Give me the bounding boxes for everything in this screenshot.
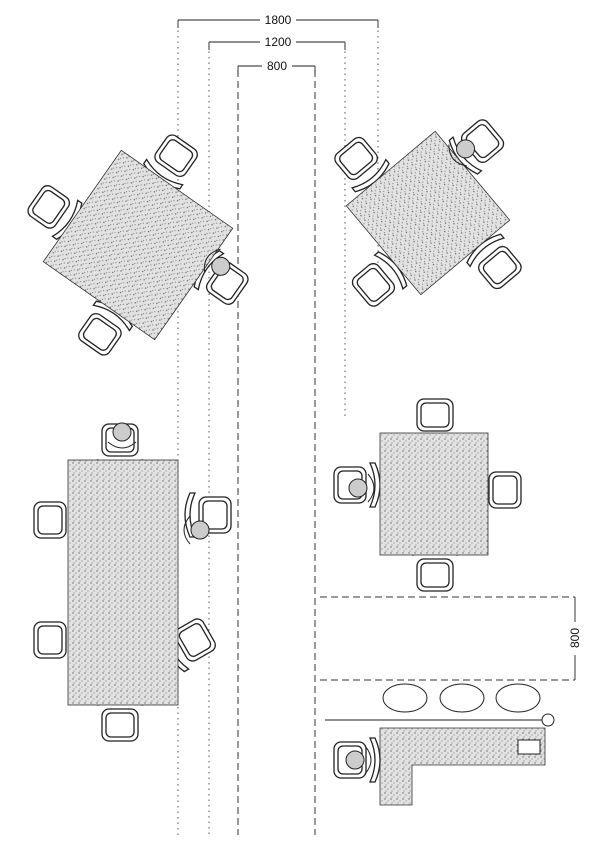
dining-table-diagonal-left bbox=[22, 129, 254, 361]
dimension-label-1200: 1200 bbox=[265, 35, 292, 49]
dimension-label-800: 800 bbox=[267, 59, 287, 73]
sink-icon bbox=[517, 739, 541, 755]
dimension-800: 800 bbox=[237, 59, 316, 74]
dimension-1800: 1800 bbox=[177, 13, 379, 28]
dimension-1200: 1200 bbox=[208, 35, 346, 50]
dining-table-square bbox=[333, 398, 522, 592]
dimension-label-1800: 1800 bbox=[265, 13, 292, 27]
dimension-clearance-800: 800 bbox=[568, 597, 582, 680]
circulation-guides bbox=[177, 25, 575, 835]
dining-table-rectangular bbox=[33, 422, 232, 742]
dimension-label-clearance: 800 bbox=[568, 628, 582, 648]
bar-counter bbox=[325, 683, 555, 806]
dining-table-diagonal-right bbox=[328, 113, 528, 313]
